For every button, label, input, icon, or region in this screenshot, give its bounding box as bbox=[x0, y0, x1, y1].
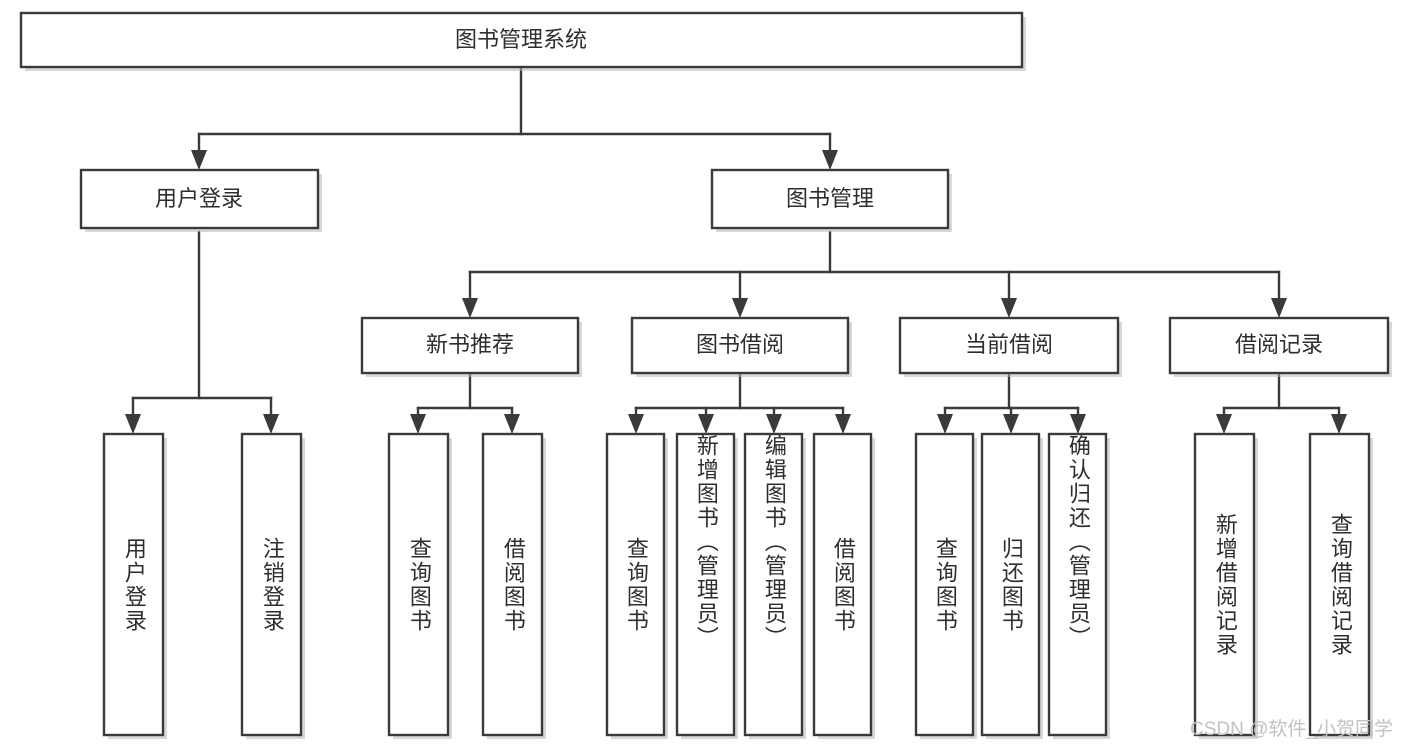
leaf-user-login-2[interactable] bbox=[240, 432, 303, 737]
leaf-boxes-book-borrow bbox=[605, 432, 875, 739]
arrow-head-leaf-borrow-record-2 bbox=[1331, 414, 1347, 434]
node-book-manage[interactable] bbox=[710, 168, 950, 230]
leaf-user-login-1[interactable] bbox=[102, 432, 165, 737]
arrow-head-leaf-borrow-record-1 bbox=[1216, 414, 1232, 434]
leaf-boxes-current-borrow bbox=[914, 432, 1110, 739]
leaf-current-borrow-3[interactable] bbox=[1047, 432, 1108, 737]
arrow-head-leaf-current-borrow-2 bbox=[1003, 414, 1019, 434]
connector-group-current-borrow bbox=[937, 371, 1086, 434]
leaf-new-book-1[interactable] bbox=[387, 432, 450, 737]
leaf-new-book-2[interactable] bbox=[481, 432, 544, 737]
arrow-head-leaf-book-borrow-3 bbox=[766, 414, 782, 434]
arrow-head-leaf-book-borrow-2 bbox=[698, 414, 714, 434]
node-current-borrow[interactable] bbox=[898, 316, 1120, 375]
arrow-head-book-borrow bbox=[732, 298, 748, 318]
connector-group-book-manage bbox=[462, 230, 1287, 318]
leaf-boxes-borrow-record bbox=[1193, 432, 1373, 739]
leaf-current-borrow-1[interactable] bbox=[914, 432, 975, 737]
connector-group-user-login bbox=[125, 230, 279, 434]
csdn-watermark: CSDN @软件_小贺同学 bbox=[1190, 719, 1393, 740]
node-book-manage-label: 图书管理 bbox=[786, 186, 874, 211]
root-node-label: 图书管理系统 bbox=[455, 27, 587, 52]
arrow-head-leaf-user-login-2 bbox=[263, 414, 279, 434]
connector-group-root bbox=[191, 65, 838, 170]
leaf-current-borrow-2[interactable] bbox=[980, 432, 1041, 737]
node-user-login[interactable] bbox=[79, 168, 320, 230]
leaf-book-borrow-4[interactable] bbox=[812, 432, 873, 737]
leaf-book-borrow-3[interactable] bbox=[743, 432, 804, 737]
connector-group-borrow-record bbox=[1216, 371, 1347, 434]
arrow-head-current-borrow bbox=[1001, 298, 1017, 318]
arrow-head-new-book-recommend bbox=[462, 298, 478, 318]
node-user-login-label: 用户登录 bbox=[155, 186, 243, 211]
arrow-head-user-login bbox=[191, 150, 207, 170]
arrow-head-leaf-user-login-1 bbox=[125, 414, 141, 434]
leaf-borrow-record-2[interactable] bbox=[1308, 432, 1371, 737]
node-book-borrow-label: 图书借阅 bbox=[696, 332, 784, 357]
arrow-head-leaf-new-book-1 bbox=[410, 414, 426, 434]
node-borrow-record-label: 借阅记录 bbox=[1235, 332, 1323, 357]
arrow-head-borrow-record bbox=[1271, 298, 1287, 318]
leaf-borrow-record-1[interactable] bbox=[1193, 432, 1256, 737]
connector-group-new-book-recommend bbox=[410, 371, 520, 434]
arrow-head-leaf-book-borrow-1 bbox=[628, 414, 644, 434]
leaf-book-borrow-1[interactable] bbox=[605, 432, 666, 737]
node-borrow-record[interactable] bbox=[1168, 316, 1390, 375]
arrow-head-leaf-book-borrow-4 bbox=[835, 414, 851, 434]
leaf-book-borrow-2[interactable] bbox=[675, 432, 736, 737]
leaf-boxes-new-book-recommend bbox=[387, 432, 546, 739]
connector-group-book-borrow bbox=[628, 371, 851, 434]
node-current-borrow-label: 当前借阅 bbox=[965, 332, 1053, 357]
arrow-head-leaf-new-book-2 bbox=[504, 414, 520, 434]
root-node-box[interactable] bbox=[19, 11, 1024, 69]
node-new-book-recommend[interactable] bbox=[360, 316, 580, 375]
arrow-head-book-manage bbox=[822, 150, 838, 170]
node-new-book-recommend-label: 新书推荐 bbox=[426, 332, 514, 357]
arrow-head-leaf-current-borrow-1 bbox=[937, 414, 953, 434]
arrow-head-leaf-current-borrow-3 bbox=[1070, 414, 1086, 434]
node-book-borrow[interactable] bbox=[630, 316, 850, 375]
leaf-boxes-user-login bbox=[102, 432, 305, 739]
